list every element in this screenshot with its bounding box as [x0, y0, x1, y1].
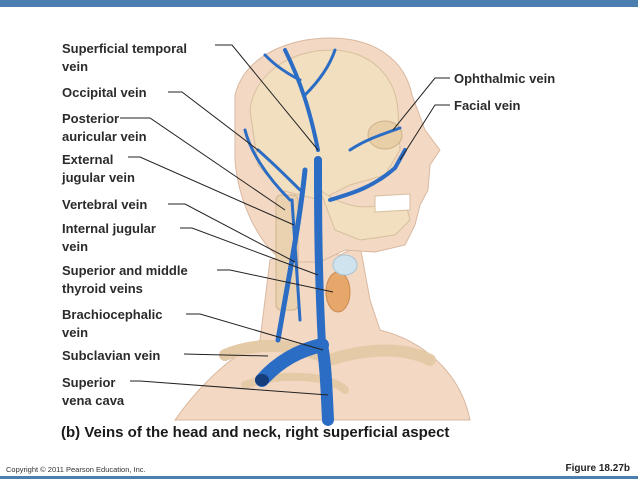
figure-caption: (b) Veins of the head and neck, right su… — [61, 424, 450, 441]
leader-facial — [399, 104, 450, 161]
leader-svc — [130, 380, 329, 396]
label-posterior-auricular-vein: Posterior auricular vein — [62, 111, 147, 144]
leader-internal-jugular — [180, 227, 319, 276]
label-superior-vena-cava: Superior vena cava — [62, 375, 125, 408]
eye-orbit — [367, 120, 403, 150]
leader-brachiocephalic — [186, 313, 324, 351]
label-thyroid-veins: Superior and middle thyroid veins — [62, 263, 188, 296]
copyright-notice: Copyright © 2011 Pearson Education, Inc. — [6, 465, 146, 474]
ophthalmic-vein-path — [348, 126, 402, 152]
label-subclavian-vein: Subclavian vein — [62, 348, 161, 363]
leader-vertebral — [168, 203, 296, 263]
bottom-accent-bar — [0, 476, 638, 479]
larynx — [332, 254, 358, 276]
internal-jugular-vein-path — [314, 156, 326, 349]
occipital-vein-path — [243, 128, 292, 202]
leader-ophthalmic — [392, 77, 450, 131]
label-internal-jugular-vein: Internal jugular vein — [62, 221, 156, 254]
facial-vein-path — [328, 148, 407, 202]
leader-subclavian — [183, 353, 269, 357]
leader-thyroid — [217, 269, 334, 293]
brachiocephalic-vein-path — [316, 339, 334, 426]
teeth — [374, 193, 411, 213]
leader-occipital — [168, 91, 259, 151]
temporal-branch — [303, 48, 337, 97]
top-accent-bar — [0, 0, 638, 7]
label-ophthalmic-vein: Ophthalmic vein — [454, 71, 556, 86]
veins — [243, 48, 407, 426]
label-vertebral-vein: Vertebral vein — [62, 197, 148, 212]
skull — [249, 49, 401, 201]
label-superficial-temporal-vein: Superficial temporal vein — [62, 41, 187, 74]
label-brachiocephalic-vein: Brachiocephalic vein — [62, 307, 163, 340]
posterior-auricular-vein-path — [256, 148, 302, 192]
label-external-jugular-vein: External jugular vein — [62, 152, 135, 185]
vertebral-vein-path — [290, 198, 302, 322]
label-facial-vein: Facial vein — [454, 98, 521, 113]
thyroid-gland — [325, 271, 351, 313]
leader-lines — [120, 44, 450, 396]
label-occipital-vein: Occipital vein — [62, 85, 147, 100]
leader-external-jugular — [128, 156, 295, 226]
leader-posterior-auricular — [120, 117, 286, 211]
figure-number: Figure 18.27b — [565, 463, 630, 474]
superficial-temporal-vein-path — [283, 48, 320, 152]
leader-superficial-temporal — [215, 44, 319, 151]
subclavian-vein-path — [255, 338, 329, 387]
subclavian-vein-end — [255, 374, 269, 386]
temporal-branch-2 — [263, 53, 302, 82]
